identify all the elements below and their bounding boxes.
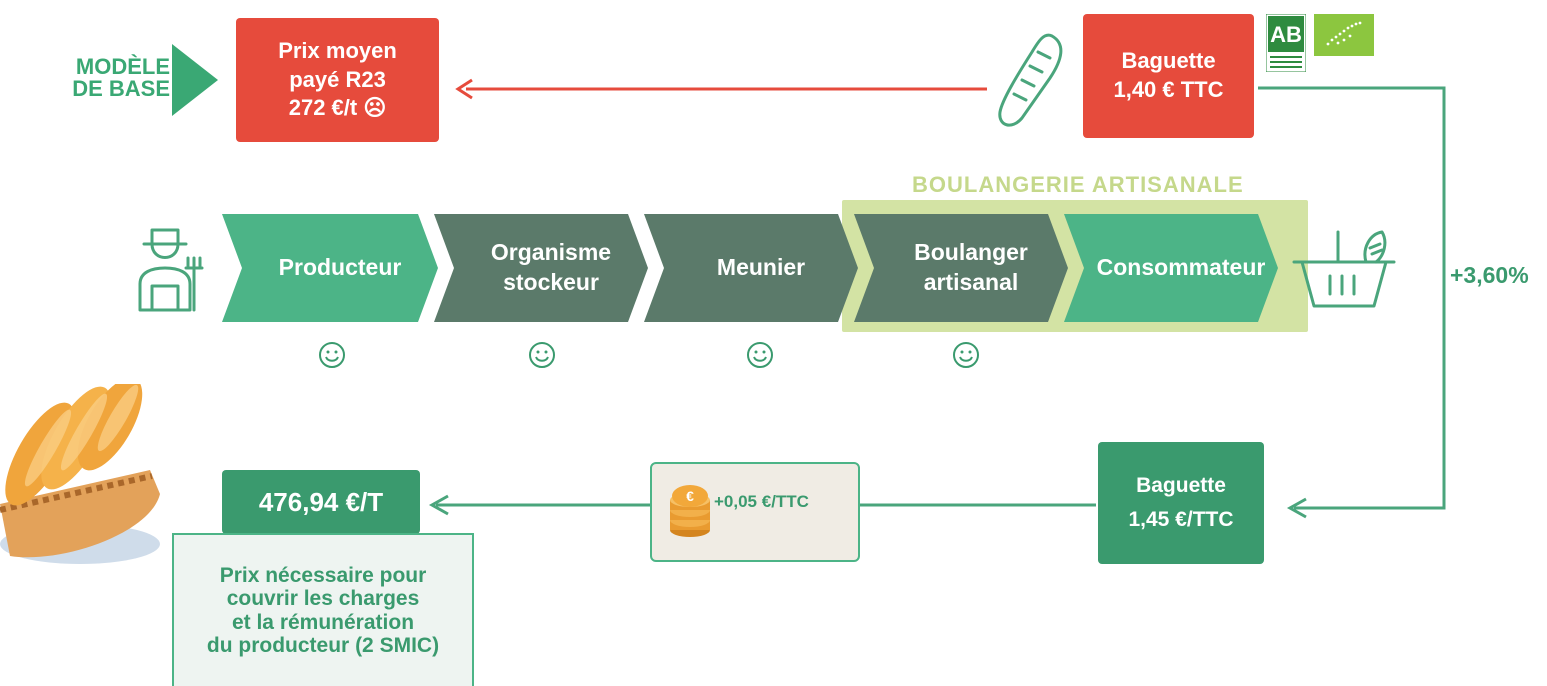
chain-step-meunier: Meunier bbox=[664, 214, 858, 322]
avg-price-box: Prix moyen payé R23 272 €/t ☹ bbox=[236, 18, 439, 142]
basket-icon bbox=[1292, 230, 1396, 308]
farmer-icon bbox=[138, 228, 204, 312]
smiley-icon bbox=[953, 342, 979, 368]
baguette-initial-line2: 1,40 € TTC bbox=[1113, 77, 1224, 102]
chain-step-organisme-stockeur: Organisme stockeur bbox=[454, 214, 648, 322]
baguette-new-box: Baguette 1,45 €/TTC bbox=[1098, 442, 1264, 564]
required-note-line1: Prix nécessaire pour bbox=[219, 564, 427, 588]
baguette-icon bbox=[998, 33, 1063, 127]
chain-step-boulanger-artisanal: Boulanger artisanal bbox=[874, 214, 1068, 322]
avg-price-line2: payé R23 bbox=[289, 66, 386, 92]
base-model-line1: MODÈLE bbox=[75, 54, 170, 79]
smiley-icon bbox=[319, 342, 345, 368]
coin-delta-box: € +0,05 €/TTC bbox=[650, 462, 860, 562]
increase-percentage: +3,60% bbox=[1450, 262, 1529, 288]
smiley-icon bbox=[747, 342, 773, 368]
smiley-icon bbox=[529, 342, 555, 368]
required-note-line4: du producteur (2 SMIC) bbox=[206, 633, 440, 657]
required-price-box: 476,94 €/T bbox=[222, 470, 420, 534]
required-note-box: Prix nécessaire pour couvrir les charges… bbox=[172, 533, 474, 686]
price-flow-arrow bbox=[455, 78, 987, 100]
base-model-label: MODÈLE DE BASE bbox=[70, 56, 170, 106]
required-note-line2: couvrir les charges bbox=[226, 587, 420, 611]
avg-price-value: 272 €/t bbox=[288, 95, 358, 121]
baguette-new-line2: 1,45 €/TTC bbox=[1128, 508, 1234, 531]
chain-label-2: stockeur bbox=[503, 269, 599, 295]
bread-basket-illustration bbox=[0, 384, 160, 564]
eu-organic-logo-icon bbox=[1314, 14, 1374, 56]
sad-face-icon: ☹ bbox=[363, 95, 387, 121]
coins-icon: € bbox=[670, 485, 710, 537]
chain-label: Consommateur bbox=[1096, 254, 1266, 281]
baguette-initial-line1: Baguette bbox=[1121, 48, 1216, 74]
chain-label: Organisme bbox=[490, 239, 612, 266]
baguette-initial-box: Baguette 1,40 € TTC bbox=[1083, 14, 1254, 138]
chain-step-consommateur: Consommateur bbox=[1084, 214, 1278, 322]
chain-label: Boulanger bbox=[914, 239, 1028, 266]
baguette-new-line1: Baguette bbox=[1136, 474, 1226, 498]
base-model-line2: DE BASE bbox=[72, 76, 170, 101]
ab-logo-icon: AB bbox=[1266, 14, 1306, 72]
base-model-arrow-icon bbox=[172, 44, 218, 116]
chain-chevrons bbox=[222, 214, 1278, 322]
chain-label-2: artisanal bbox=[923, 269, 1019, 295]
chain-label: Producteur bbox=[278, 254, 402, 281]
required-price-value: 476,94 €/T bbox=[258, 486, 384, 517]
right-connector-line bbox=[1258, 86, 1446, 519]
avg-price-line1: Prix moyen bbox=[278, 38, 397, 64]
required-note-line3: et la rémunération bbox=[231, 610, 415, 634]
svg-text:€: € bbox=[686, 488, 694, 504]
chain-label: Meunier bbox=[716, 254, 806, 281]
coin-delta-value: +0,05 €/TTC bbox=[714, 492, 809, 511]
avg-price-line3-wrap: 272 €/t ☹ bbox=[289, 94, 387, 123]
svg-text:AB: AB bbox=[1270, 22, 1302, 47]
section-label: BOULANGERIE ARTISANALE bbox=[912, 172, 1244, 197]
chain-step-producteur: Producteur bbox=[242, 214, 438, 322]
